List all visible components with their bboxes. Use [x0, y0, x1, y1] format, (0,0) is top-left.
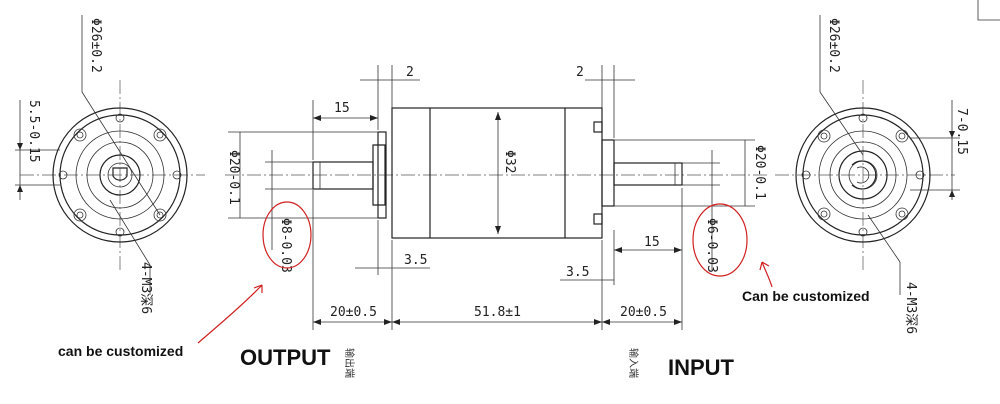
shaft-len-right-label: 15: [644, 235, 660, 250]
right-customize-note: Can be customized: [742, 288, 870, 304]
output-shaft-dia-label: Φ8-0.03: [278, 218, 293, 273]
output-cjk-label: 输出端: [343, 348, 356, 378]
right-keyway-label: 7-0.15: [954, 108, 969, 155]
input-shaft-dia-label: Φ6-0.03: [704, 218, 719, 273]
input-cjk-label: 输入端: [627, 348, 640, 378]
right-holes-label: 4-M3深6: [903, 282, 918, 334]
left-keyway-label: 5.5-0.15: [26, 100, 41, 163]
body-dia-label: Φ32: [502, 150, 517, 173]
red-annotations: [197, 201, 773, 344]
left-end-view: [15, 15, 205, 295]
len-left-label: 20±0.5: [330, 305, 377, 320]
flange-right-dia-label: Φ26±0.2: [826, 18, 841, 73]
flange-dia-right-label: Φ20-0.1: [752, 145, 767, 200]
right-end-view: [775, 15, 960, 295]
gap-right-label: 2: [576, 65, 584, 80]
left-holes-label: 4-M3深6: [138, 262, 153, 314]
step-left-label: 3.5: [404, 253, 427, 268]
gap-left-label: 2: [406, 65, 414, 80]
shaft-len-left-label: 15: [334, 101, 350, 116]
flange-left-dia-label: Φ26±0.2: [88, 18, 103, 73]
left-customize-note: can be customized: [58, 343, 183, 359]
len-right-label: 20±0.5: [620, 305, 667, 320]
output-label: OUTPUT: [240, 345, 331, 370]
len-body-label: 51.8±1: [474, 305, 521, 320]
flange-dia-left-label: Φ20-0.1: [226, 150, 241, 205]
side-view: [225, 65, 770, 330]
step-right-label: 3.5: [566, 265, 589, 280]
input-label: INPUT: [668, 355, 735, 380]
frame-corner: [977, 0, 1000, 21]
